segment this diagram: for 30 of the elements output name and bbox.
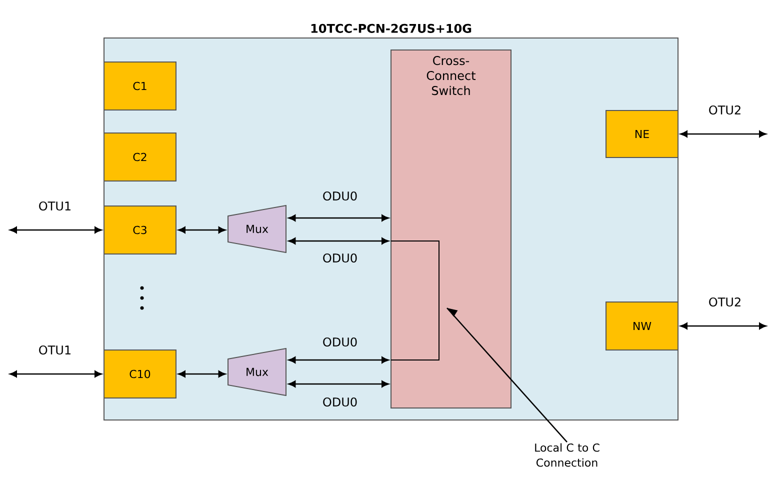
double-arrow [10,370,102,378]
edge-label: OTU2 [709,105,740,115]
double-arrow [288,238,389,244]
switch-box: Cross-Connect Switch [390,50,512,408]
mux-trapezoid: Mux [228,348,286,396]
edge-label: OTU1 [39,345,70,355]
edge-label: ODU0 [323,253,357,263]
double-arrow [288,214,389,222]
double-arrow [288,380,389,388]
double-arrow [680,322,766,330]
port-box: NW [606,302,678,350]
double-arrow [680,130,766,138]
port-box: C10 [104,350,176,398]
port-box: C2 [104,132,176,182]
mux-trapezoid: Mux [228,205,286,253]
port-box: C3 [104,206,176,254]
node-label: 10TCC-PCN-2G7US+10G [311,24,472,33]
leader-line [446,308,568,442]
edge-label: ODU0 [323,191,357,201]
port-box: NE [606,110,678,158]
double-arrow [178,226,226,234]
double-arrow [288,356,389,364]
edge-label: ODU0 [323,397,357,407]
port-box: C1 [104,62,176,110]
edge-label: OTU2 [709,297,740,307]
edge-label: OTU1 [39,201,70,211]
double-arrow [178,370,226,378]
edge-label: ODU0 [323,337,357,347]
annotation-text: Local C to C Connection [535,443,600,467]
double-arrow [10,226,102,234]
